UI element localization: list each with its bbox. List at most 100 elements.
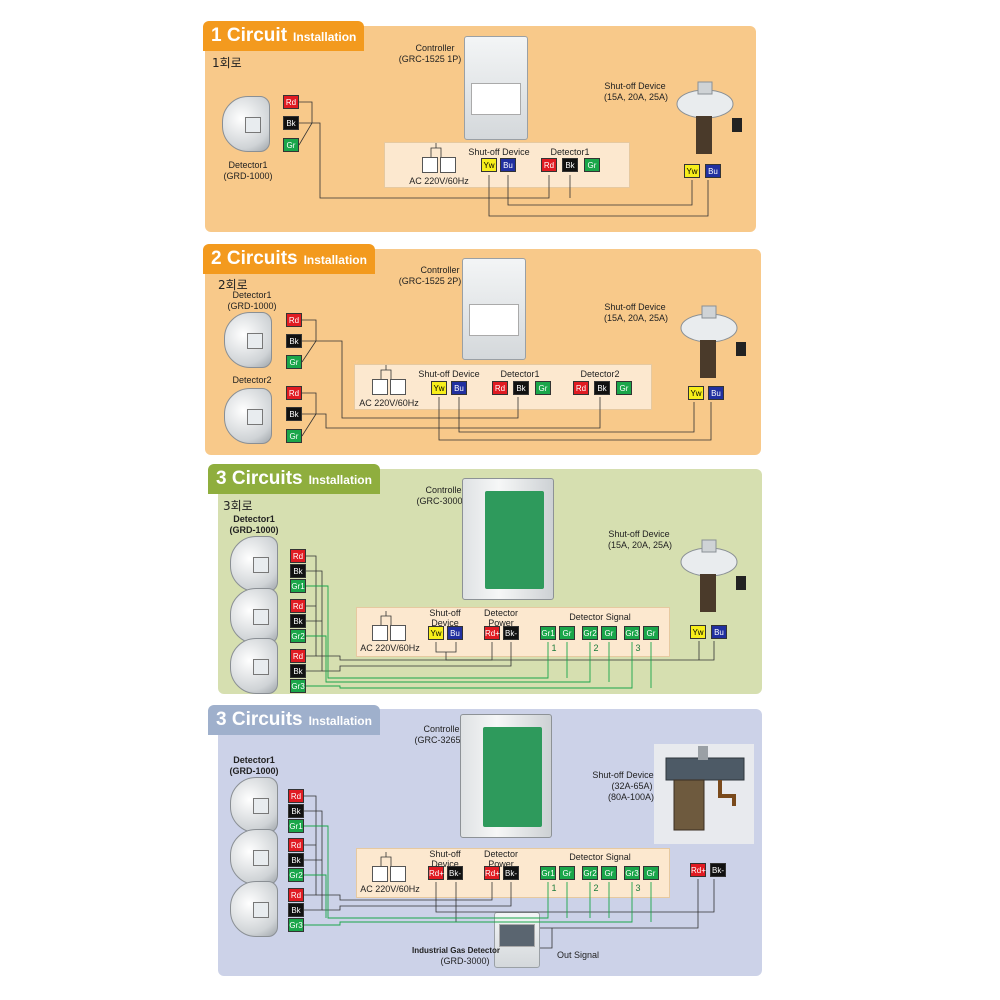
power-label: AC 220V/60Hz [409,176,469,186]
terminal-bk: Bk [286,407,302,421]
detector1-model: (GRD-1000) [229,766,279,776]
panel-3-title: 3 Circuits Installation [208,464,380,494]
shutoff-spec: (15A, 20A, 25A) [603,92,669,102]
terminal-gr1: Gr1 [288,819,304,833]
group-power-text: Detector Power [483,608,518,628]
group-shutoff-text: Shut-off Device [429,608,461,628]
panel-2-title: 2 Circuits Installation [203,244,375,274]
shutoff-spec: (15A, 20A, 25A) [607,540,673,550]
terminal-bk: Bk [290,564,306,578]
detector1-label: Detector1 [233,755,275,765]
controller-image [464,36,528,140]
terminal-gr: Gr [559,626,575,640]
terminal-rd-plus: Rd+ [690,863,706,877]
terminal-rd: Rd [288,838,304,852]
terminal-gr3: Gr3 [624,866,640,880]
title-sub: Installation [308,473,372,487]
power-socket [390,866,406,882]
title-text: 1 Circuit [211,25,288,46]
signal-number-1: 1 [551,643,557,653]
terminal-bu: Bu [451,381,467,395]
power-socket [390,625,406,641]
terminal-bk: Bk [283,116,299,130]
shutoff-valve-icon [680,539,746,612]
terminal-yw: Yw [431,381,447,395]
terminal-rd-plus: Rd+ [484,866,500,880]
terminal-bu: Bu [500,158,516,172]
shutoff-spec-2: (80A-100A) [607,792,655,802]
title-sub: Installation [308,714,372,728]
terminal-yw: Yw [481,158,497,172]
shutoff-label: Shut-off Device [604,302,666,312]
terminal-rd: Rd [541,158,557,172]
power-socket [422,157,438,173]
terminal-gr: Gr [535,381,551,395]
detector-image [230,829,278,885]
detector-image [222,96,270,152]
shutoff-valve-icon [680,305,746,378]
terminal-bu: Bu [711,625,727,639]
group-label-detector1: Detector1 [500,369,540,379]
power-label: AC 220V/60Hz [360,884,420,894]
controller-image [462,478,554,600]
terminal-rd: Rd [290,549,306,563]
korean-label: 2회로 [218,278,248,292]
shutoff-spec-1: (32A-65A) [611,781,653,791]
detector-image [230,638,278,694]
terminal-gr3: Gr3 [290,679,306,693]
controller-image [462,258,526,360]
terminal-gr: Gr [616,381,632,395]
terminal-gr2: Gr2 [582,626,598,640]
detector2-label: Detector2 [232,375,272,385]
terminal-gr2: Gr2 [290,629,306,643]
terminal-rd: Rd [283,95,299,109]
controller-image [460,714,552,838]
terminal-rd: Rd [286,313,302,327]
shutoff-valve-icon [654,744,754,844]
group-label-shutoff: Shut-off Device [420,608,470,628]
terminal-gr1: Gr1 [290,579,306,593]
controller-model: (GRC-1525 2P) [398,276,462,286]
industrial-gas-detector-image [494,912,540,968]
terminal-gr: Gr [283,138,299,152]
title-text: 3 Circuits [216,468,303,489]
terminal-rd-plus: Rd+ [428,866,444,880]
detector1-model: (GRD-1000) [229,525,279,535]
terminal-bu: Bu [708,386,724,400]
terminal-bk: Bk [290,614,306,628]
shutoff-spec: (15A, 20A, 25A) [603,313,669,323]
terminal-rd: Rd [288,789,304,803]
terminal-bk-minus: Bk- [447,866,463,880]
title-text: 2 Circuits [211,248,298,269]
group-label-power: Detector Power [476,608,526,628]
terminal-gr: Gr [601,626,617,640]
terminal-bk-minus: Bk- [503,626,519,640]
controller-label: Controller [423,724,463,734]
detector-image [230,881,278,937]
group-label-detector1: Detector1 [550,147,590,157]
terminal-gr2: Gr2 [288,868,304,882]
power-socket [372,379,388,395]
detector-model: (GRD-1000) [223,171,273,181]
detector-image [230,588,278,644]
terminal-yw: Yw [428,626,444,640]
power-socket [440,157,456,173]
group-label-shutoff: Shut-off Device [418,369,480,379]
group-label-detector2: Detector2 [580,369,620,379]
power-socket [372,866,388,882]
terminal-gr: Gr [286,429,302,443]
terminal-bk-minus: Bk- [710,863,726,877]
terminal-bk-minus: Bk- [503,866,519,880]
shutoff-valve-icon [676,81,742,154]
signal-number-3: 3 [635,883,641,893]
terminal-rd: Rd [286,386,302,400]
terminal-rd: Rd [290,649,306,663]
detector1-label: Detector1 [232,290,272,300]
title-sub: Installation [303,253,367,267]
title-text: 3 Circuits [216,709,303,730]
korean-label: 1회로 [212,56,242,70]
terminal-gr: Gr [643,626,659,640]
terminal-gr: Gr [584,158,600,172]
signal-number-3: 3 [635,643,641,653]
